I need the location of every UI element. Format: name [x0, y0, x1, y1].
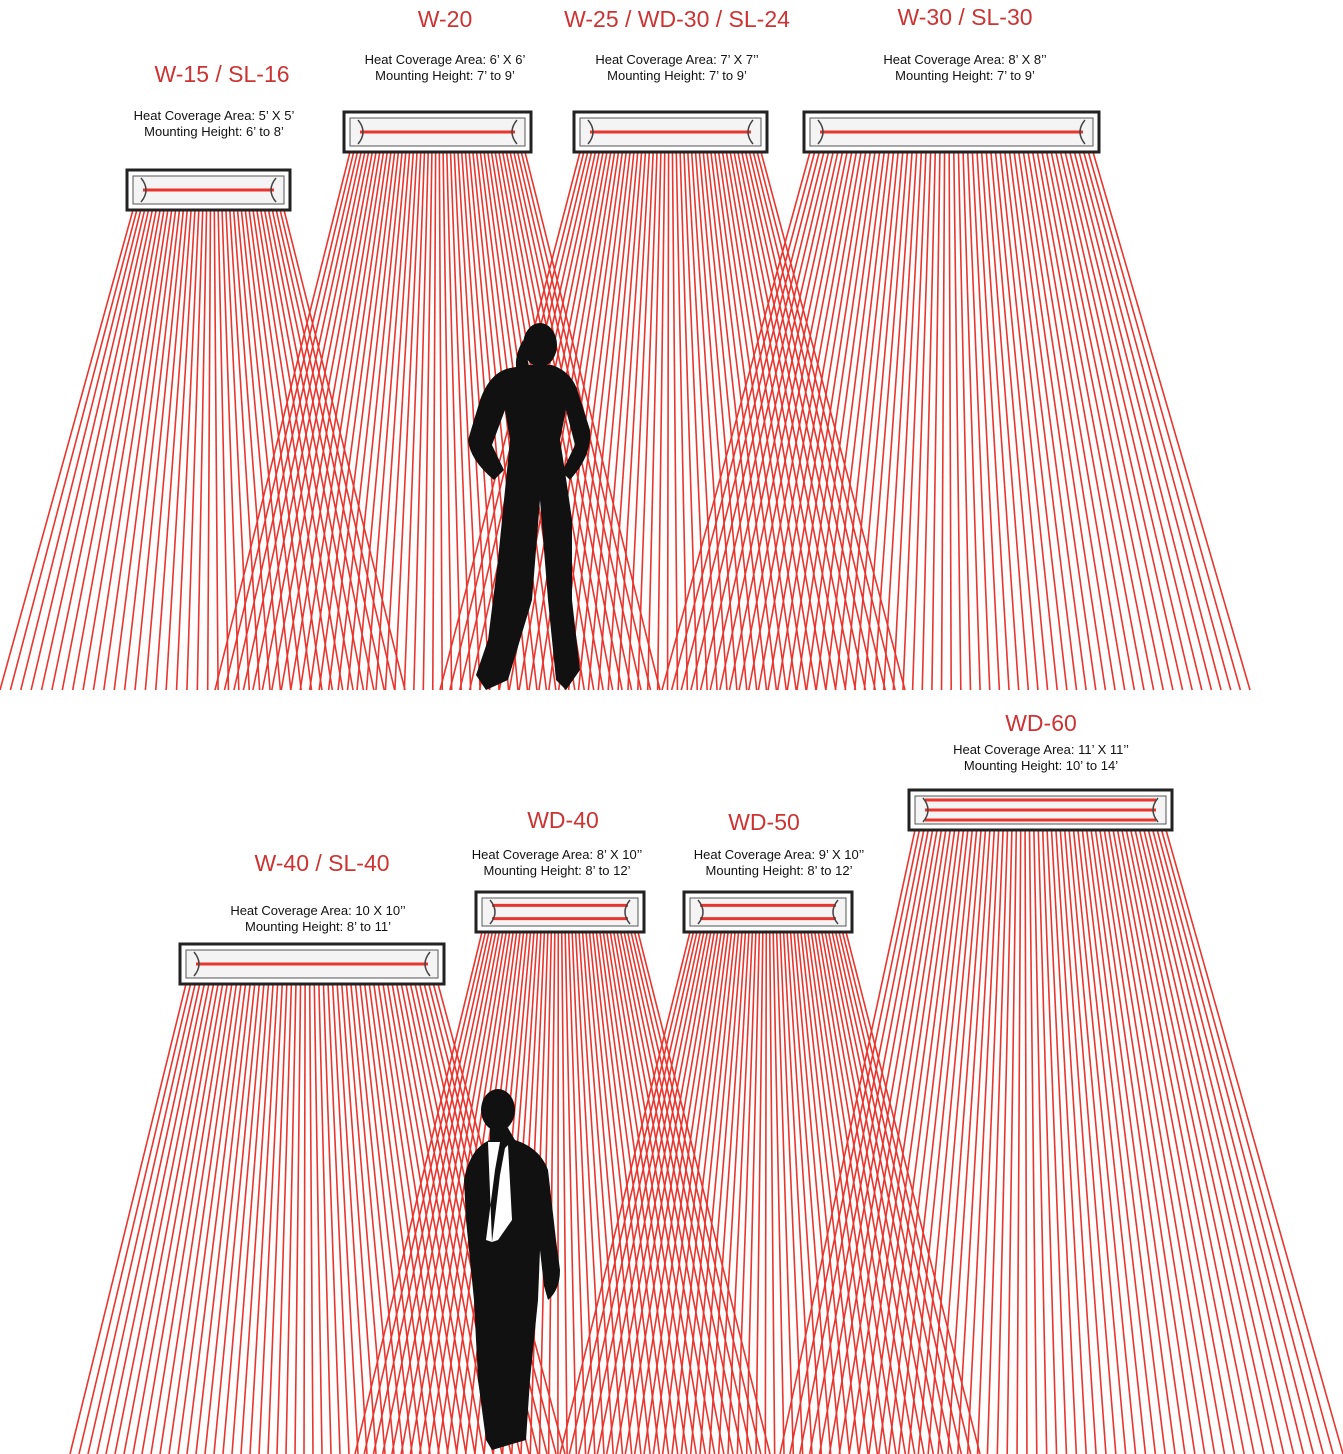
heater-unit-wd50 — [682, 890, 854, 934]
coverage-text: Heat Coverage Area: 6’ X 6’ — [364, 52, 526, 67]
model-title-wd50: WD-50 — [728, 809, 800, 835]
coverage-text: Heat Coverage Area: 9’ X 10’’ — [693, 847, 865, 862]
coverage-text: Heat Coverage Area: 7’ X 7’’ — [595, 52, 759, 67]
spec-wd50: Heat Coverage Area: 9’ X 10’’ Mounting H… — [694, 847, 865, 879]
spec-wd60: Heat Coverage Area: 11’ X 11’’ Mounting … — [953, 742, 1129, 774]
beam-fan-w15 — [0, 209, 406, 691]
mounting-text: Mounting Height: 10’ to 14’ — [963, 758, 1119, 773]
spec-w15: Heat Coverage Area: 5’ X 5’ Mounting Hei… — [134, 108, 295, 140]
model-title-w30: W-30 / SL-30 — [897, 4, 1033, 30]
mounting-text: Mounting Height: 8’ to 12’ — [705, 863, 853, 878]
heater-unit-w25 — [572, 110, 769, 154]
mounting-text: Mounting Height: 7’ to 9’ — [607, 68, 747, 83]
model-title-w15: W-15 / SL-16 — [154, 61, 290, 87]
spec-w20: Heat Coverage Area: 6’ X 6’ Mounting Hei… — [365, 52, 526, 84]
coverage-text: Heat Coverage Area: 8’ X 8’’ — [883, 52, 1047, 67]
coverage-text: Heat Coverage Area: 8’ X 10’’ — [471, 847, 643, 862]
model-title-w25: W-25 / WD-30 / SL-24 — [564, 6, 790, 32]
heater-unit-w20 — [342, 110, 533, 154]
heater-unit-wd60 — [907, 788, 1174, 832]
heater-unit-w30 — [802, 110, 1101, 154]
mounting-text: Mounting Height: 7’ to 9’ — [895, 68, 1035, 83]
model-title-wd60: WD-60 — [1005, 710, 1077, 736]
spec-w30: Heat Coverage Area: 8’ X 8’’ Mounting He… — [883, 52, 1046, 84]
coverage-text: Heat Coverage Area: 10 X 10’’ — [230, 903, 406, 918]
mounting-text: Mounting Height: 8’ to 11’ — [245, 919, 391, 934]
mounting-text: Mounting Height: 8’ to 12’ — [483, 863, 631, 878]
woman-silhouette — [468, 323, 591, 690]
mounting-text: Mounting Height: 7’ to 9’ — [375, 68, 515, 83]
model-title-wd40: WD-40 — [527, 807, 599, 833]
spec-w40: Heat Coverage Area: 10 X 10’’ Mounting H… — [230, 903, 405, 935]
businessman-silhouette — [464, 1089, 560, 1450]
spec-w25: Heat Coverage Area: 7’ X 7’’ Mounting He… — [595, 52, 758, 84]
beam-fan-wd60 — [779, 829, 1343, 1454]
beam-fan-w30 — [661, 151, 1251, 691]
heater-unit-wd40 — [474, 890, 646, 934]
coverage-text: Heat Coverage Area: 11’ X 11’’ — [953, 742, 1129, 757]
beam-fan-wd40 — [354, 931, 771, 1454]
model-title-w20: W-20 — [417, 6, 473, 32]
coverage-text: Heat Coverage Area: 5’ X 5’ — [133, 108, 295, 123]
heater-unit-w40 — [178, 942, 446, 986]
model-title-w40: W-40 / SL-40 — [254, 850, 390, 876]
heater-unit-w15 — [125, 168, 292, 212]
mounting-text: Mounting Height: 6’ to 8’ — [144, 124, 284, 139]
spec-wd40: Heat Coverage Area: 8’ X 10’’ Mounting H… — [472, 847, 643, 879]
